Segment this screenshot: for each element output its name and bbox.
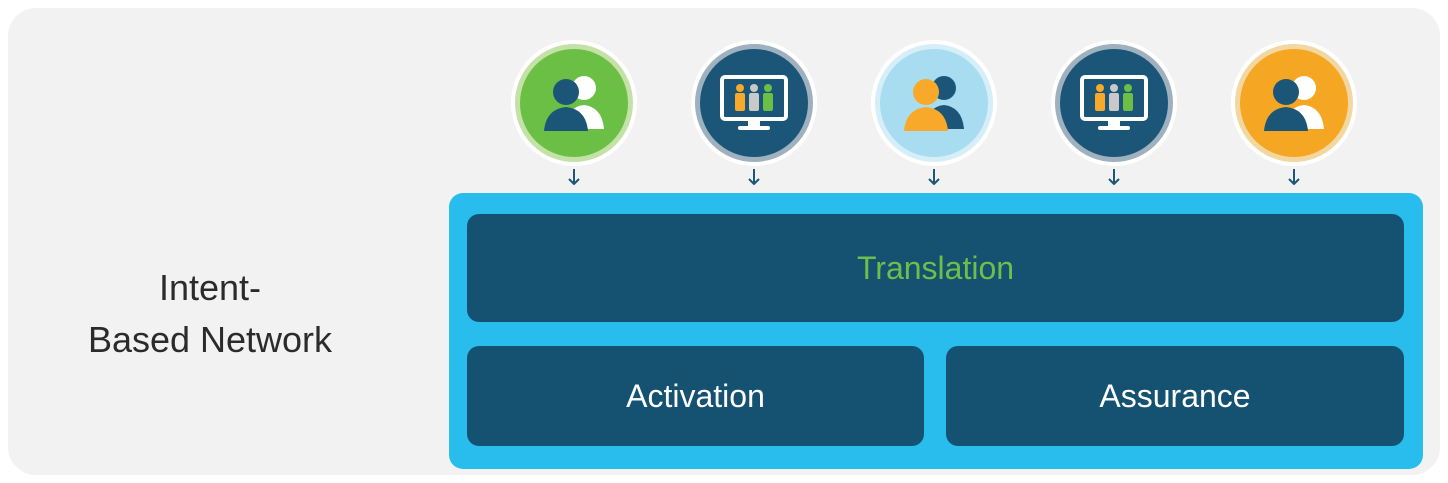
- network-platform: Translation Activation Assurance: [449, 193, 1423, 469]
- monitor-group-icon: [1051, 40, 1177, 166]
- translation-label: Translation: [856, 249, 1015, 286]
- activation-layer: Activation: [467, 346, 924, 446]
- translation-layer: Translation: [467, 214, 1404, 322]
- activation-label: Activation: [626, 377, 765, 414]
- side-label-line2: Based Network: [87, 319, 333, 360]
- side-label-line1: Intent-: [158, 267, 262, 308]
- users-icon: [511, 40, 637, 166]
- monitor-group-icon: [691, 40, 817, 166]
- arrow-down-icon: [1108, 169, 1120, 186]
- arrow-down-icon: [568, 169, 580, 186]
- assurance-layer: Assurance: [946, 346, 1404, 446]
- users-icon: [1231, 40, 1357, 166]
- arrow-down-icon: [1288, 169, 1300, 186]
- assurance-label: Assurance: [1099, 377, 1251, 414]
- users-icon: [871, 40, 997, 166]
- arrow-down-icon: [928, 169, 940, 186]
- arrow-down-icon: [748, 169, 760, 186]
- side-label: Intent- Based Network: [60, 262, 360, 366]
